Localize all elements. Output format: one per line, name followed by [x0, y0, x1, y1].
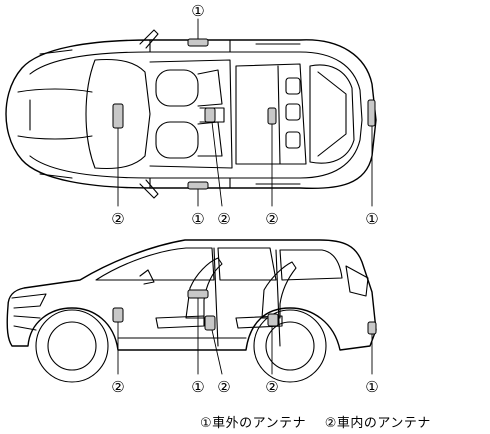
- car-top-view: [5, 29, 377, 199]
- interior-antenna-top-console: [204, 107, 216, 123]
- callout-exterior-top-rear-door: ①: [191, 210, 204, 228]
- interior-antenna-side-console: [204, 315, 216, 331]
- interior-antenna-top-luggage: [267, 107, 277, 125]
- legend-exterior-antenna: ①車外のアンテナ: [200, 416, 307, 431]
- exterior-antenna-top-front-door: [187, 38, 209, 47]
- callout-interior-top-console: ②: [217, 210, 230, 228]
- exterior-antenna-top-rear-bumper: [367, 99, 376, 127]
- wheels: [35, 309, 327, 383]
- interior-antenna-side-luggage: [267, 313, 279, 327]
- interior-antenna-side-front: [112, 307, 124, 323]
- exterior-antenna-side-door-handle: [187, 289, 209, 299]
- callout-interior-top-luggage: ②: [265, 210, 278, 228]
- callout-exterior-top-front: ①: [191, 2, 204, 20]
- exterior-antenna-side-rear-bumper: [367, 321, 377, 335]
- exterior-antenna-top-rear-door: [187, 181, 209, 190]
- callout-interior-side-front: ②: [111, 378, 124, 396]
- legend-interior-antenna: ②車内のアンテナ: [324, 416, 431, 431]
- callout-exterior-top-rear-bumper: ①: [365, 210, 378, 228]
- callout-interior-side-luggage: ②: [265, 378, 278, 396]
- interior-antenna-top-front: [112, 103, 124, 129]
- callout-exterior-side-door: ①: [191, 378, 204, 396]
- legend: ①車外のアンテナ ②車内のアンテナ: [200, 412, 445, 431]
- callout-interior-side-console: ②: [217, 378, 230, 396]
- callout-interior-top-front: ②: [111, 210, 124, 228]
- callout-exterior-side-rear-bumper: ①: [365, 378, 378, 396]
- car-side-view: [6, 239, 377, 351]
